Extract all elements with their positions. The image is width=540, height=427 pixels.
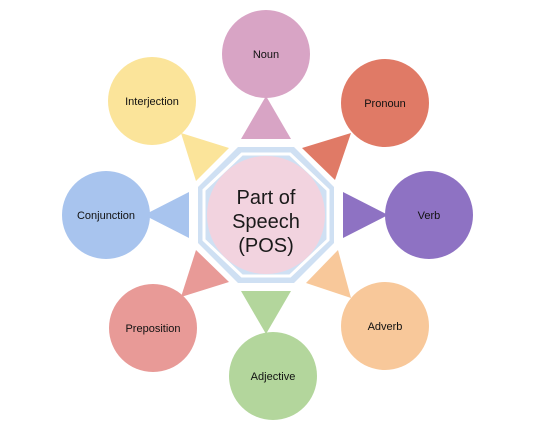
center-octagon-inner (202, 152, 330, 278)
adverb-circle (341, 282, 429, 370)
adjective-label: Adjective (251, 371, 296, 383)
interjection-circle (108, 57, 196, 145)
interjection-label: Interjection (125, 96, 179, 108)
adjective-circle (229, 332, 317, 420)
adverb-label: Adverb (368, 321, 403, 333)
verb-circle (385, 171, 473, 259)
center-title-line-3: (POS) (238, 235, 294, 257)
verb-label: Verb (418, 210, 441, 222)
conjunction-label: Conjunction (77, 210, 135, 222)
verb-pointer (343, 192, 388, 238)
noun-circle (222, 10, 310, 98)
center-title-line-2: Speech (232, 211, 300, 233)
preposition-label: Preposition (125, 323, 180, 335)
center-circle (207, 156, 325, 274)
pronoun-pointer (302, 133, 351, 180)
noun-pointer (241, 96, 291, 139)
center-title-line-1: Part of (237, 187, 296, 209)
preposition-pointer (181, 250, 229, 297)
adverb-pointer (306, 250, 351, 298)
conjunction-pointer (144, 192, 189, 238)
interjection-pointer (181, 133, 229, 181)
noun-label: Noun (253, 49, 279, 61)
pronoun-label: Pronoun (364, 98, 406, 110)
preposition-circle (109, 284, 197, 372)
adjective-pointer (241, 291, 291, 334)
conjunction-circle (62, 171, 150, 259)
pronoun-circle (341, 59, 429, 147)
